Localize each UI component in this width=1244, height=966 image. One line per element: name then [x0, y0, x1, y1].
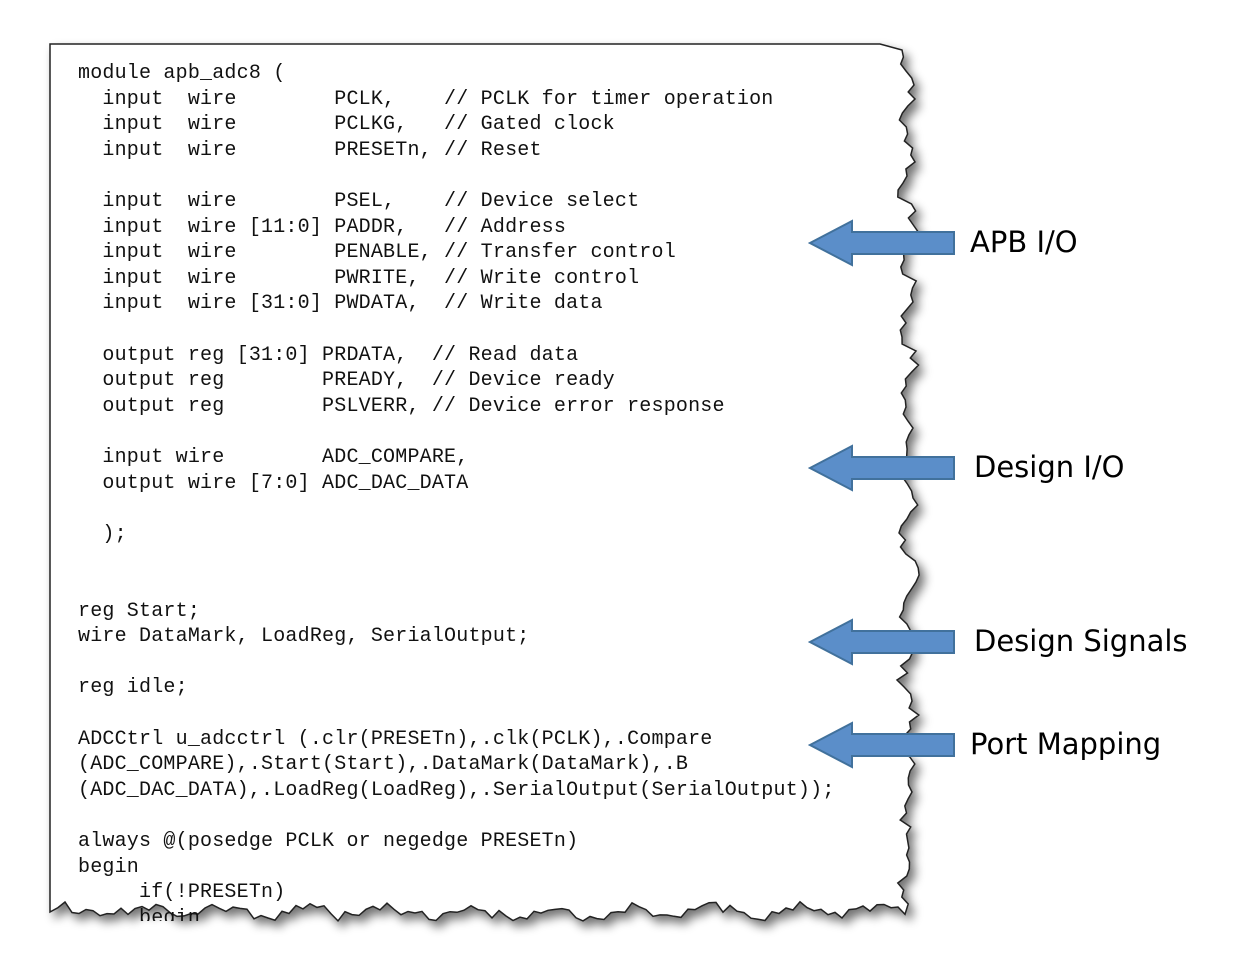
callout-label: Design Signals [974, 624, 1188, 658]
code-line: module apb_adc8 ( [78, 62, 286, 85]
code-line: (ADC_COMPARE),.Start(Start),.DataMark(Da… [78, 753, 689, 777]
paper-outline [49, 43, 921, 923]
code-line: reg idle; [78, 676, 188, 700]
code-line: input wire PCLKG, // Gated clock [78, 113, 615, 137]
code-line: begin [78, 906, 201, 921]
callout-label: Port Mapping [970, 727, 1162, 761]
left-arrow-icon [808, 618, 955, 666]
code-line: reg Start; [78, 599, 201, 623]
code-line: input wire PCLK, // PCLK for timer opera… [78, 87, 774, 111]
code-line: if(!PRESETn) [78, 881, 286, 905]
left-arrow-icon [808, 721, 955, 769]
code-line: wire DataMark, LoadReg, SerialOutput; [78, 625, 530, 649]
code-line: output reg PSLVERR, // Device error resp… [78, 394, 725, 418]
code-line: output reg [31:0] PRDATA, // Read data [78, 343, 579, 367]
code-line: ); [78, 522, 127, 546]
code-line: input wire PENABLE, // Transfer control [78, 241, 676, 265]
code-line: input wire ADC_COMPARE, [78, 446, 469, 469]
callout-label: Design I/O [974, 450, 1125, 484]
code-line: output reg PREADY, // Device ready [78, 369, 615, 393]
code-line: ADCCtrl u_adcctrl (.clr(PRESETn),.clk(PC… [78, 727, 713, 751]
code-line: input wire [11:0] PADDR, // Address [78, 215, 567, 239]
code-line: input wire PRESETn, // Reset [78, 138, 542, 162]
left-arrow-icon [808, 219, 955, 267]
code-line: input wire PSEL, // Device select [78, 190, 640, 213]
callout-label: APB I/O [970, 225, 1078, 259]
code-line: (ADC_DAC_DATA),.LoadReg(LoadReg),.Serial… [78, 778, 835, 802]
code-line: begin [78, 855, 140, 879]
code-line: input wire [31:0] PWDATA, // Write data [78, 292, 603, 316]
code-line: always @(posedge PCLK or negedge PRESETn… [78, 830, 579, 853]
code-line: input wire PWRITE, // Write control [78, 266, 640, 290]
left-arrow-icon [808, 444, 955, 492]
code-line: output wire [7:0] ADC_DAC_DATA [78, 471, 469, 495]
